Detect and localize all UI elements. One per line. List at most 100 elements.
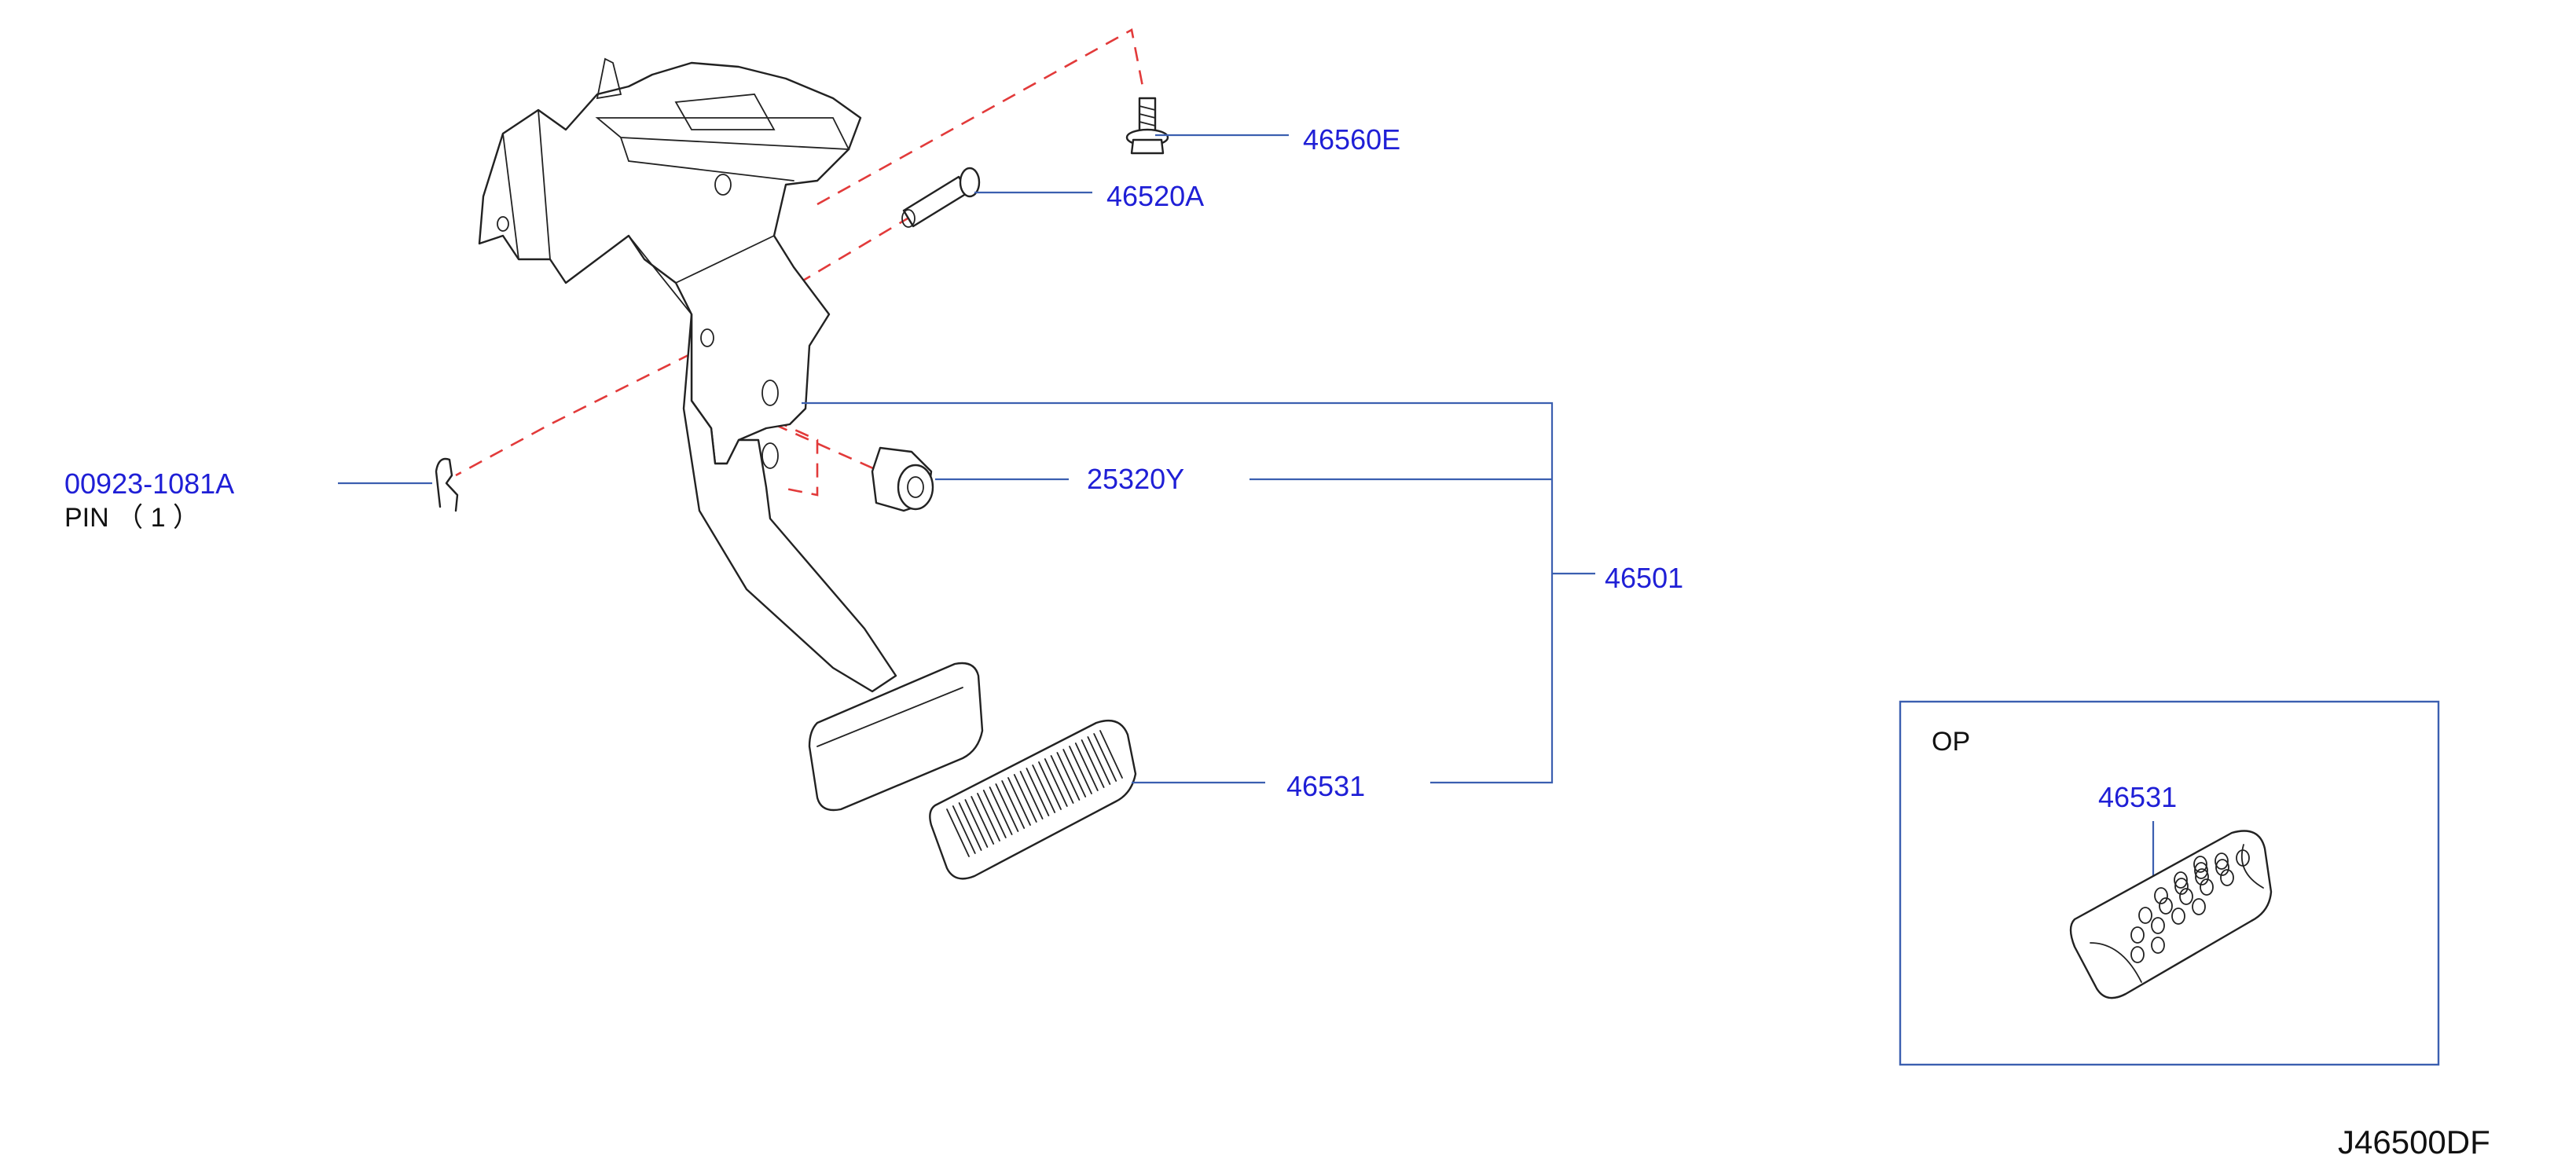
option-pedal-pad-heel [2090, 942, 2142, 983]
pedal-arm [682, 313, 984, 812]
pedal-pad-rib [1069, 746, 1092, 794]
pedal-pad-rib [989, 786, 1013, 835]
part-labels: 46560E 46520A 00923-1081A PIN （ 1 ） 2532… [64, 123, 1683, 802]
guide-bushing-25320y-b [773, 423, 881, 473]
bracket-top-rail [620, 137, 794, 182]
pedal-pad-rib [982, 790, 1007, 838]
pin-46520a-head [959, 167, 981, 198]
pedal-pad-rib [1074, 742, 1099, 791]
bracket-hole-4 [761, 380, 779, 406]
bracket-hole-5 [761, 442, 779, 469]
option-pedal-pad-hole [2151, 937, 2165, 954]
option-pedal-pad-holes [2130, 849, 2250, 963]
pedal-pad-rib [1062, 749, 1087, 798]
option-pedal-pad-hole [2200, 878, 2214, 896]
option-box-label-46531: 46531 [2098, 781, 2177, 813]
option-pedal-pad-hole [2179, 888, 2193, 905]
pedal-pad-rib [964, 799, 989, 848]
pedal-arm-body [682, 313, 897, 693]
pedal-pad-rib [1001, 780, 1026, 829]
brake-pad-edge [816, 687, 963, 747]
pedal-pad-rib [1026, 768, 1050, 816]
option-pedal-pad-hole [2159, 897, 2173, 915]
pedal-pad-rib [1044, 758, 1068, 807]
pedal-pad-rib [971, 796, 995, 845]
pedal-pad-rib [1038, 761, 1062, 810]
brake-pad [808, 662, 984, 812]
bolt-46560e-thread [1139, 105, 1156, 126]
pedal-pad-rib [1032, 764, 1056, 813]
pedal-pad-rib [1050, 755, 1074, 804]
pedal-pad-ribs [946, 730, 1123, 857]
guide-bolt-46560e [816, 28, 1145, 206]
pin-46520a [901, 167, 981, 228]
pedal-pad-rib [977, 793, 1000, 842]
pedal-pad-rib [995, 783, 1019, 832]
bracket-slot [674, 94, 776, 130]
clip-00923-body [435, 457, 459, 512]
diagram-reference-code: J46500DF [2338, 1124, 2490, 1160]
pedal-pad-rib [952, 805, 976, 854]
bracket-tab [596, 57, 622, 100]
leader-lines [338, 134, 1595, 784]
label-00923-note: PIN （ 1 ） [64, 503, 200, 533]
clip-00923 [435, 457, 459, 512]
leader-46501-bracket [802, 402, 1554, 784]
option-pedal-pad-hole [2192, 898, 2206, 915]
pedal-pad-rib [1093, 733, 1117, 782]
option-box-frame [1899, 700, 2440, 1066]
guide-clip-00923 [455, 352, 692, 477]
option-pedal-pad-hole [2154, 887, 2168, 904]
bracket-hole-3 [700, 328, 714, 347]
option-box: OP 46531 [1899, 700, 2440, 1066]
option-pedal-pad [2069, 830, 2273, 999]
option-pedal-pad-hole [2195, 868, 2209, 886]
option-pedal-pad-hole [2220, 869, 2234, 886]
bushing-25320y-face [897, 464, 934, 511]
bracket-ribs [628, 235, 775, 315]
pedal-pad-main [929, 719, 1137, 880]
pin-46520a-tip [901, 209, 916, 228]
pedal-pad-rib [1007, 777, 1031, 826]
option-box-title: OP [1932, 727, 1970, 757]
option-pedal-pad-hole [2151, 917, 2165, 934]
option-pedal-pad-hole [2193, 856, 2207, 873]
label-46520a: 46520A [1106, 180, 1204, 212]
pedal-pad-rib [1099, 730, 1123, 779]
pedal-pad-rib [1013, 774, 1037, 823]
pedal-pad-rib [1056, 752, 1081, 801]
label-46531: 46531 [1286, 770, 1365, 802]
option-pedal-pad-hole [2236, 849, 2250, 867]
pedal-pad-rib [1019, 771, 1044, 820]
option-pedal-pad-hole [2174, 878, 2189, 895]
pedal-pad-rib [958, 802, 982, 851]
bracket-body [478, 61, 862, 465]
label-46560e: 46560E [1303, 123, 1400, 156]
bolt-46560e-head [1130, 138, 1165, 155]
option-pedal-pad-hole [2174, 871, 2188, 889]
option-pedal-pad-hole [2194, 862, 2208, 879]
option-pedal-pad-hole [2130, 946, 2145, 963]
bushing-25320y-bore [907, 476, 924, 498]
label-46501: 46501 [1605, 562, 1683, 594]
pin-46520a-shaft [902, 175, 970, 228]
bracket-top-plate [595, 117, 850, 150]
pedal-pad-rib [946, 808, 970, 857]
pedal-pad-rib [1087, 736, 1111, 785]
pedal-bracket [478, 57, 862, 469]
label-00923: 00923-1081A [64, 468, 234, 500]
pedal-pad-rib [1081, 739, 1105, 788]
bracket-hole-1 [714, 174, 732, 196]
option-pedal-pad-hole [2130, 926, 2145, 944]
option-pedal-pad-hole [2215, 859, 2229, 876]
option-pedal-pad-hole [2138, 907, 2152, 924]
bracket-hole-2 [497, 216, 509, 232]
guide-bushing-25320y [773, 419, 819, 497]
option-pedal-pad-hole [2215, 852, 2229, 870]
bolt-46560e [1125, 97, 1169, 155]
bracket-side-flange [502, 109, 551, 260]
label-25320y: 25320Y [1087, 463, 1184, 495]
bushing-25320y [871, 446, 934, 512]
option-pedal-pad-hole [2171, 908, 2185, 925]
